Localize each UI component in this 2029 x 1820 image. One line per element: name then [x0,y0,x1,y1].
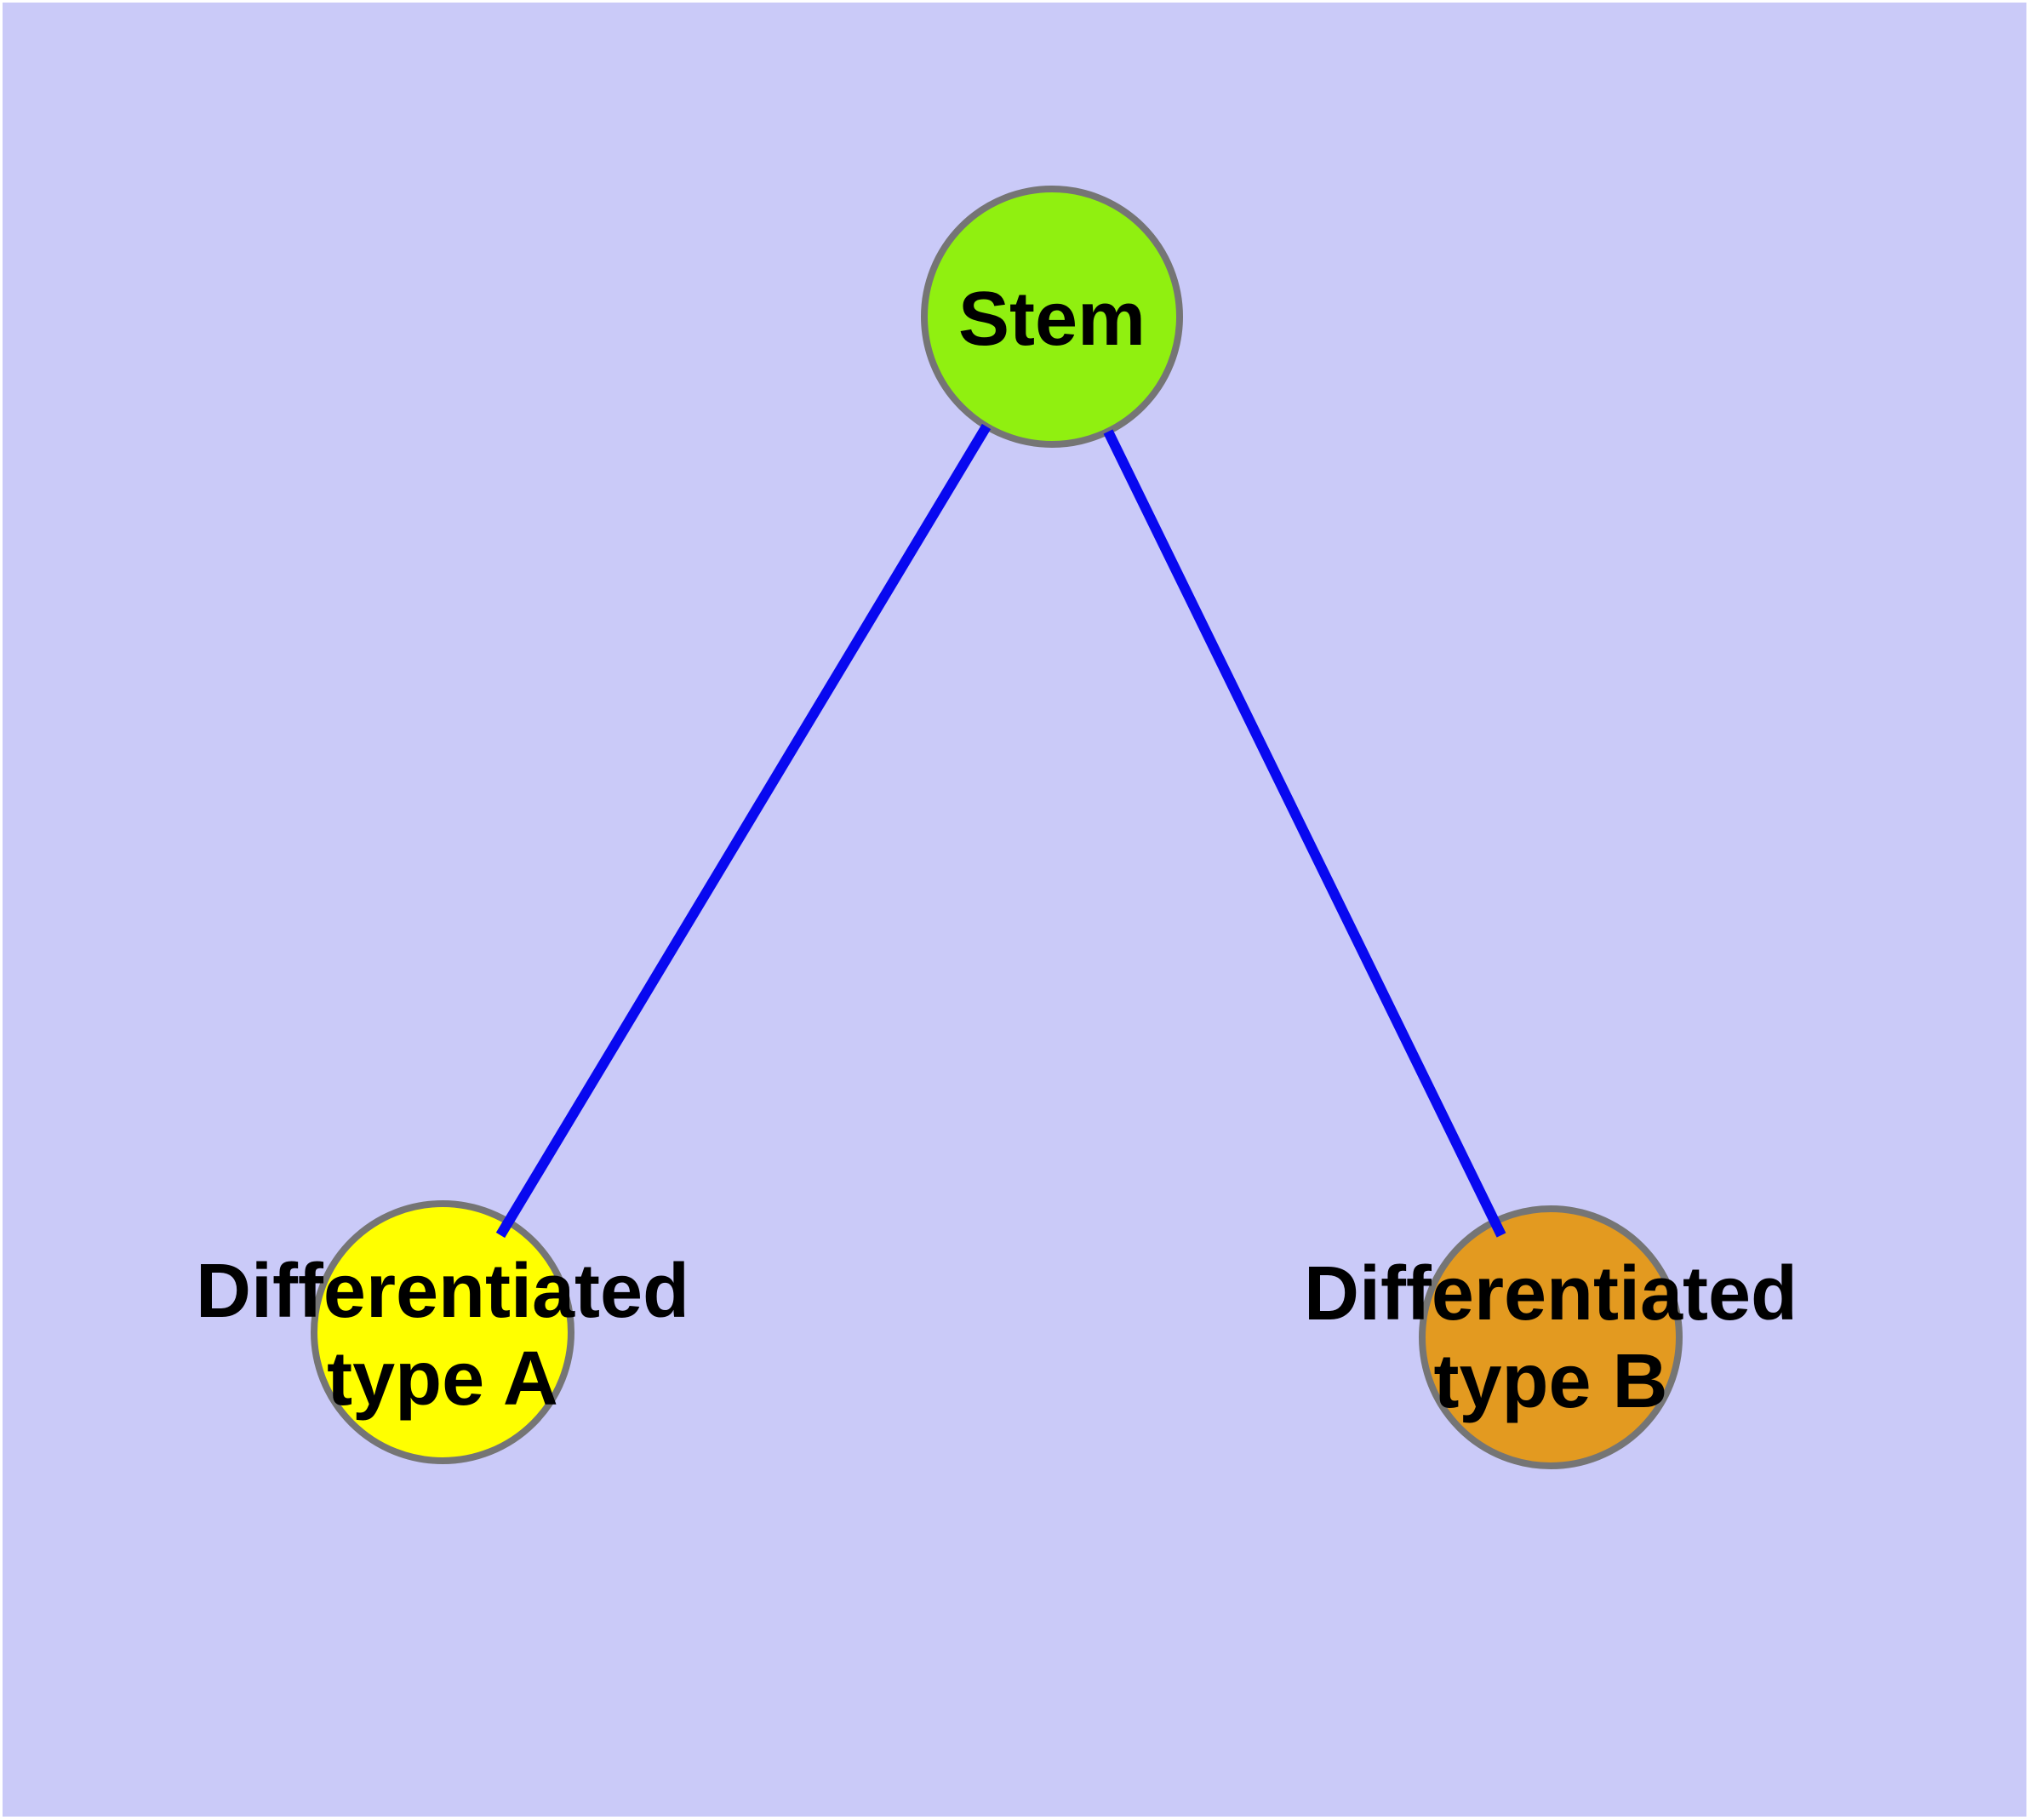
differentiated-type-a-label-line2: type A [327,1336,558,1422]
edge-stem-to-type-a [495,423,992,1239]
stem-node-label: Stem [958,277,1146,362]
stem-node [921,186,1183,448]
differentiated-type-a-label-line1: Differentiated [196,1249,689,1334]
differentiated-type-b-label-line1: Differentiated [1304,1251,1798,1336]
edge-stem-to-type-b [1103,429,1506,1238]
differentiated-type-b-label-line2: type B [1433,1339,1667,1424]
differentiated-type-b-node [1419,1205,1683,1469]
differentiated-type-a-node [311,1200,574,1464]
